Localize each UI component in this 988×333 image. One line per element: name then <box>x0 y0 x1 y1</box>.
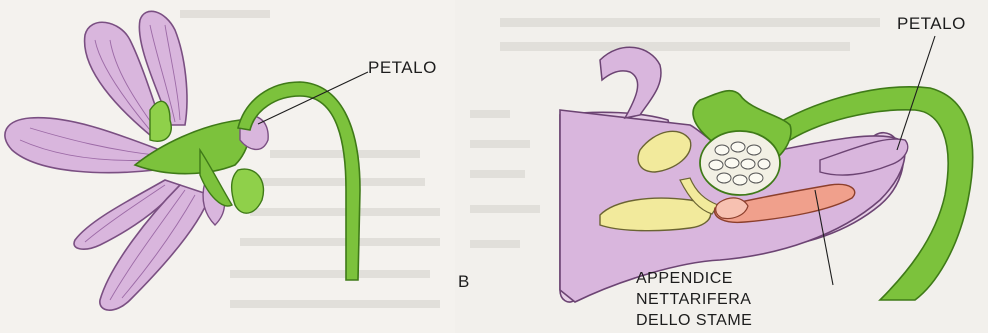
spur-bud <box>232 169 264 213</box>
label-appendice-line-1: APPENDICE <box>636 268 752 289</box>
label-appendice-nettarifera: APPENDICE NETTARIFERA DELLO STAME <box>636 268 752 331</box>
figure-letter-b: B <box>458 272 470 292</box>
left-flower <box>5 11 368 310</box>
label-appendice-line-3: DELLO STAME <box>636 310 752 331</box>
label-petalo-left: PETALO <box>368 58 437 78</box>
label-petalo-right: PETALO <box>897 14 966 34</box>
sepal-left <box>150 101 171 141</box>
label-appendice-line-2: NETTARIFERA <box>636 289 752 310</box>
